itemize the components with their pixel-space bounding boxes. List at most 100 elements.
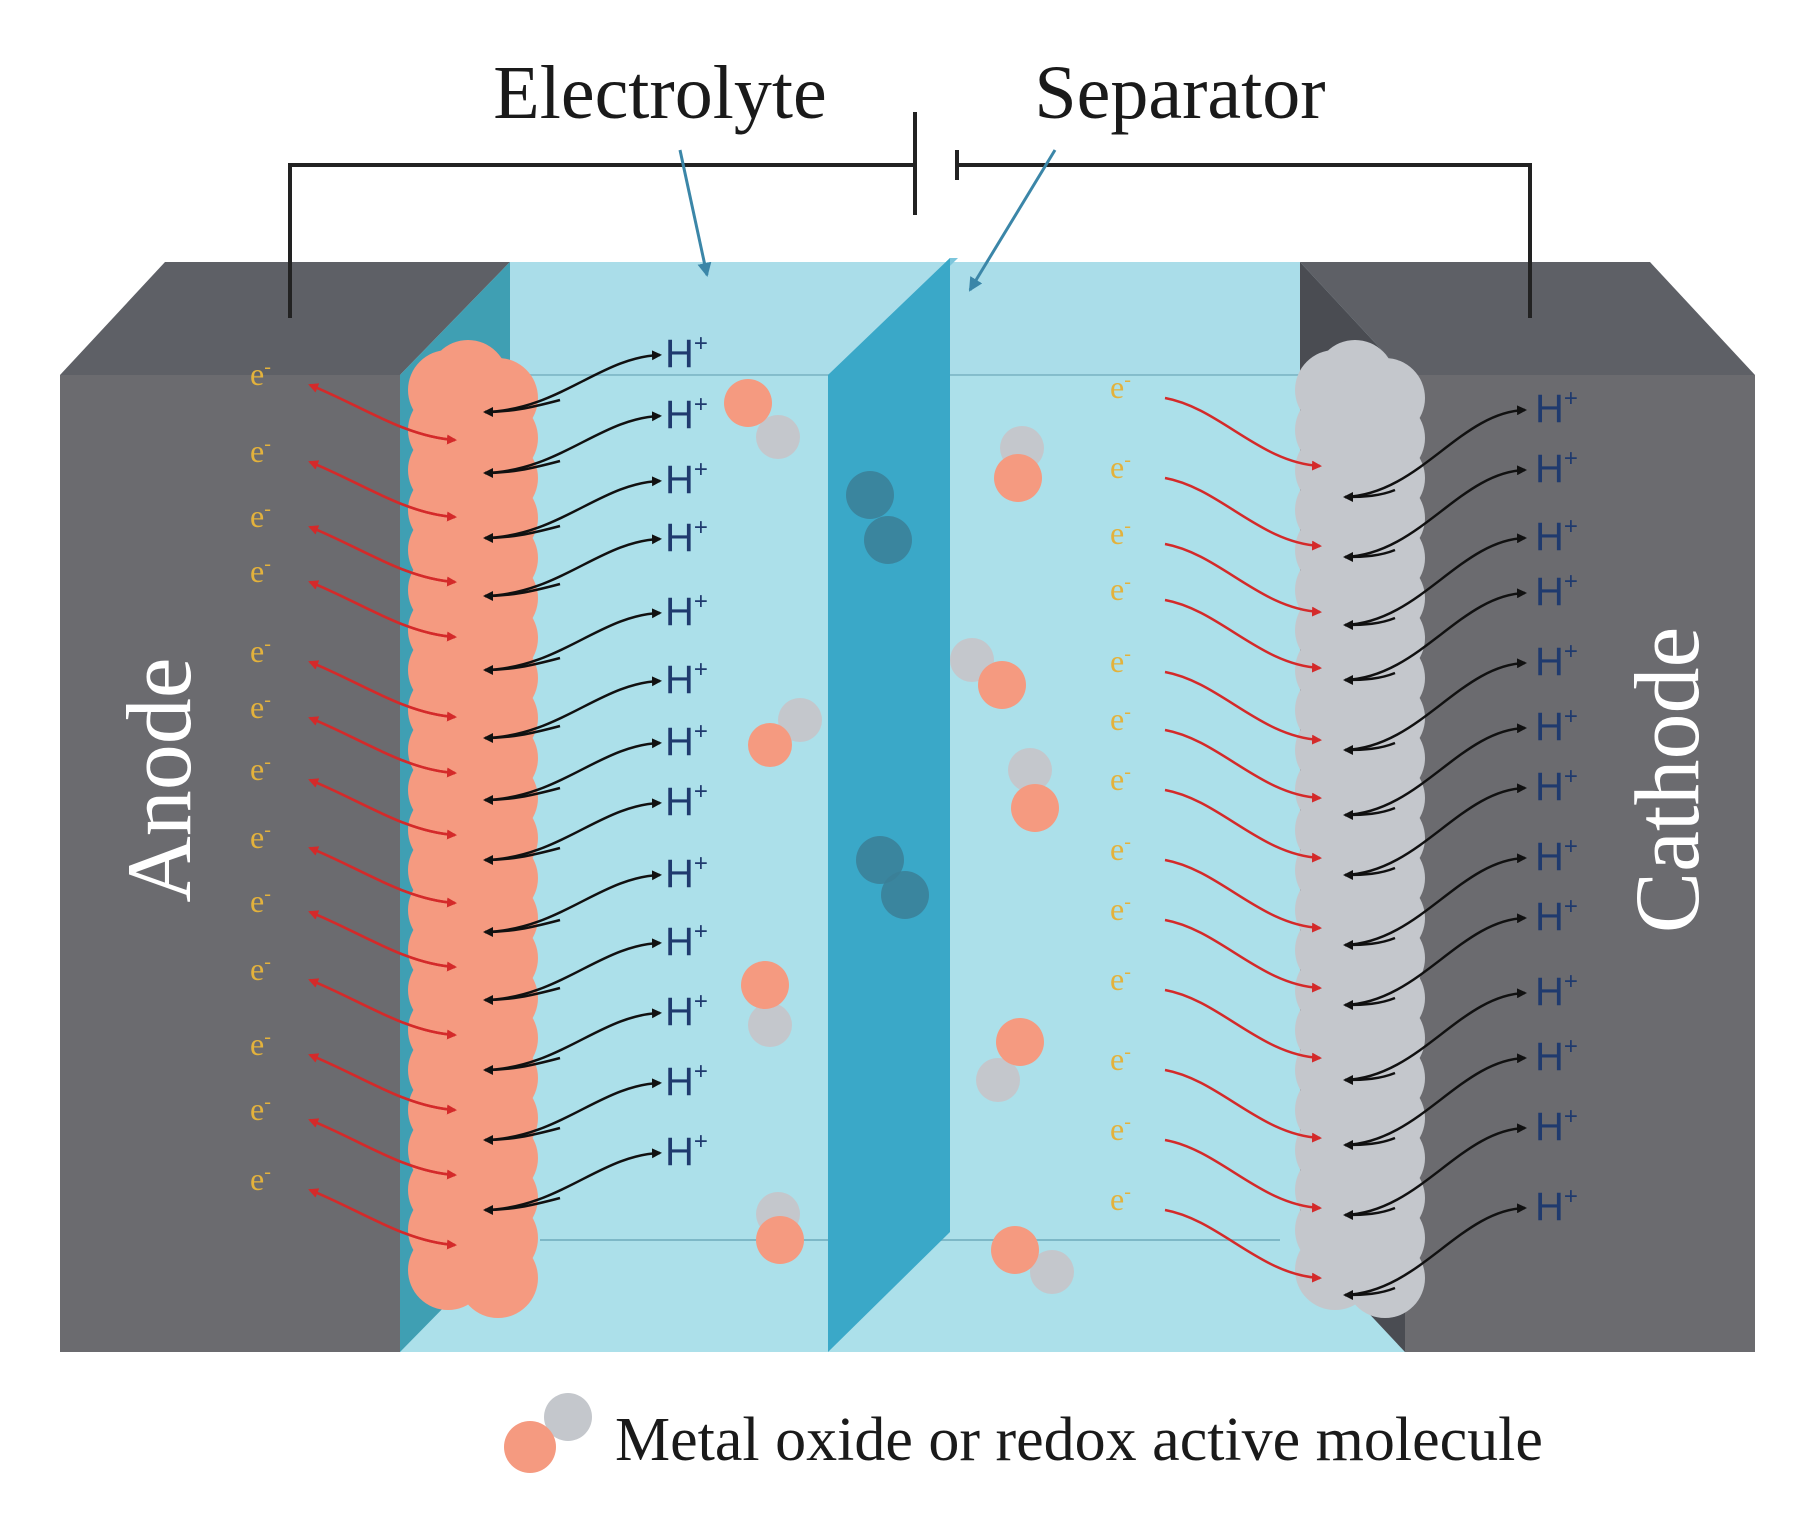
separator-pointer [968, 149, 1057, 292]
gray-particle [976, 1058, 1020, 1102]
anode-proton-arrow-back [483, 398, 561, 417]
cathode-electron-arrow [1164, 476, 1322, 551]
anode-proton-arrow-back [483, 986, 561, 1005]
separator-particle [881, 871, 929, 919]
anode-proton-arrow-back [483, 846, 561, 865]
anode-proton-arrow-back [483, 524, 561, 543]
cathode-proton-arrow-back [1343, 741, 1396, 755]
cathode-proton-arrow [1344, 533, 1527, 627]
anode-electron-arrow-in [309, 778, 457, 840]
cathode-electron-arrow [1164, 918, 1322, 993]
anode-electron-arrow-in [309, 383, 457, 445]
anode-electron-arrow-in [309, 1188, 457, 1250]
cathode-proton-arrow-back [1343, 548, 1396, 562]
cathode-proton-arrow [1344, 405, 1527, 499]
cathode-proton-arrow [1344, 988, 1527, 1082]
orange-particle [994, 454, 1042, 502]
cathode-proton-arrow-back [1343, 671, 1396, 685]
anode-proton-arrow-back [483, 656, 561, 675]
cathode-electron-arrow [1164, 598, 1322, 673]
anode-electron-arrow-in [309, 1053, 457, 1115]
cathode-proton-arrow-back [1343, 866, 1396, 880]
anode-electron-arrow-in [309, 580, 457, 642]
proton-label: H+ [1535, 703, 1578, 749]
cathode-electrode [1405, 375, 1755, 1352]
legend: Metal oxide or redox active molecule [504, 1393, 1543, 1474]
cathode-proton-arrow-back [1343, 1071, 1396, 1085]
cathode-proton-arrow [1344, 853, 1527, 947]
cathode-proton-arrow [1344, 783, 1527, 877]
gray-particle [1030, 1250, 1074, 1294]
anode-proton-arrow [484, 1078, 662, 1142]
anode-proton-arrow [484, 870, 662, 934]
anode-electron-arrow-in [309, 525, 457, 587]
orange-particle [748, 723, 792, 767]
cathode-electron-arrow [1164, 1138, 1322, 1213]
electrode-material-clusters [408, 340, 1425, 1318]
cathode-proton-arrow-back [1343, 1136, 1396, 1150]
cathode-proton-arrow-back [1343, 1286, 1396, 1300]
orange-particle [724, 379, 772, 427]
proton-label: H+ [1535, 638, 1578, 684]
metal-oxide-particles [724, 379, 1074, 1294]
anode-proton-arrow-back [483, 786, 561, 805]
gray-particle [1008, 748, 1052, 792]
anode-proton-arrow-back [483, 1196, 561, 1215]
cathode-electron-arrow [1164, 1208, 1322, 1283]
legend-orange-particle-icon [504, 1421, 556, 1473]
cathode-electron-arrow [1164, 542, 1322, 617]
orange-particle [978, 661, 1026, 709]
cathode-electron-arrow [1164, 788, 1322, 863]
cathode-cluster-blob [1295, 1230, 1375, 1310]
electrolyte-label: Electrolyte [493, 51, 826, 135]
cathode-electron-arrow [1164, 1068, 1322, 1143]
cathode-proton-arrow [1344, 723, 1527, 817]
orange-particle [756, 1216, 804, 1264]
anode-proton-arrow [484, 534, 662, 598]
cathode-proton-arrow-back [1343, 806, 1396, 820]
anode-label: Anode [108, 657, 210, 902]
cathode-electron-arrow [1164, 670, 1322, 745]
cathode-proton-arrow [1344, 1053, 1527, 1147]
cathode-electron-arrow [1164, 988, 1322, 1063]
anode-proton-arrow-back [483, 918, 561, 937]
anode-proton-arrow-back [483, 724, 561, 743]
anode-proton-arrow-back [483, 1056, 561, 1075]
proton-label: H+ [665, 391, 708, 437]
cathode-proton-arrow-back [1343, 996, 1396, 1010]
cell-body [60, 258, 1755, 1352]
separator-particle [856, 836, 904, 884]
anode-top-face [60, 262, 510, 375]
cathode-proton-arrow [1344, 588, 1527, 682]
anode-proton-arrow-back [483, 459, 561, 478]
anode-proton-arrow [484, 798, 662, 862]
anode-proton-arrow [484, 676, 662, 740]
gray-particle [748, 1003, 792, 1047]
anode-electron-arrow-in [309, 978, 457, 1040]
anode-electron-arrow-in [309, 846, 457, 908]
electron-transfer-arrows [308, 383, 1322, 1283]
separator-particle [864, 516, 912, 564]
cathode-top-face [1300, 262, 1755, 375]
anode-proton-arrow [484, 1008, 662, 1072]
anode-cluster-blob [408, 1230, 488, 1310]
anode-proton-arrow [484, 738, 662, 802]
orange-particle [741, 961, 789, 1009]
proton-transfer-arrows [483, 350, 1527, 1300]
anode-electron-arrow-in [309, 1118, 457, 1180]
cathode-electron-arrow [1164, 728, 1322, 803]
electrolyte-pointer [678, 149, 712, 277]
anode-proton-arrow [484, 411, 662, 475]
anode-proton-arrow [484, 608, 662, 672]
anode-proton-arrow [484, 1148, 662, 1212]
gray-particle [756, 415, 800, 459]
cathode-proton-arrow [1344, 465, 1527, 559]
external-circuit [288, 112, 1532, 318]
anode-electron-arrow-in [309, 716, 457, 778]
proton-label: H+ [1535, 968, 1578, 1014]
gray-particle [778, 698, 822, 742]
legend-gray-particle-icon [544, 1393, 592, 1441]
cathode-electron-arrow [1164, 858, 1322, 933]
anode-proton-arrow-back [483, 582, 561, 601]
